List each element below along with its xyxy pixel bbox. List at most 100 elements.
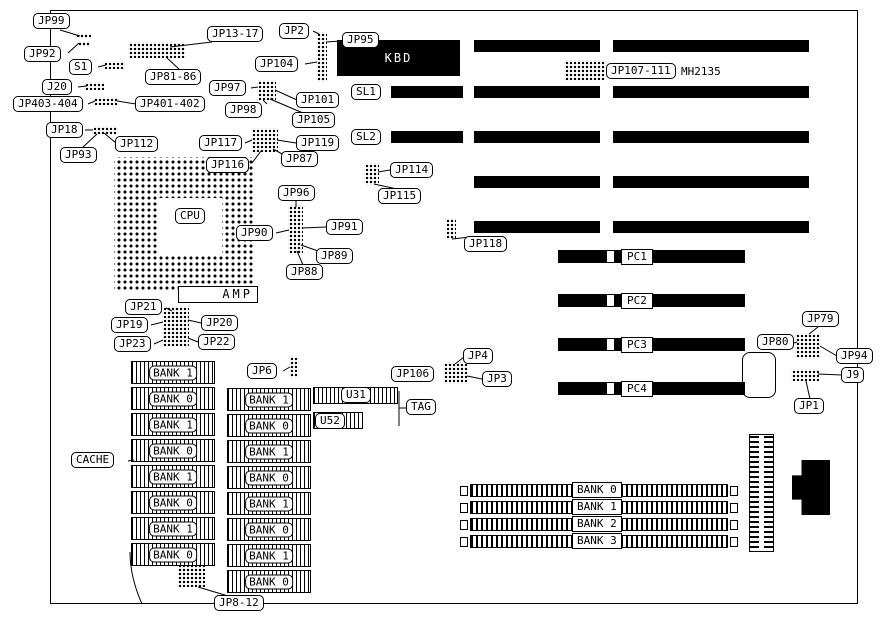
simm-end (460, 537, 468, 547)
cache-bank-label: BANK 0 (245, 418, 293, 433)
callout-jp99: JP99 (33, 13, 70, 29)
amp-chip: AMP (178, 286, 258, 303)
cpu-socket-center (158, 198, 222, 254)
cache-bank-label: BANK 0 (245, 522, 293, 537)
cache-chip: BANK 0 (131, 543, 215, 566)
callout-jp93: JP93 (60, 147, 97, 163)
jumper-jp88-91-96 (288, 205, 303, 253)
callout-jp115: JP115 (378, 188, 422, 204)
memory-bank-label: BANK 0 (572, 482, 622, 498)
pc-slot-segment (559, 339, 607, 350)
cache-bank-label: BANK 1 (149, 417, 197, 432)
callout-jp106: JP106 (391, 366, 435, 382)
pc-slot-segment (559, 295, 607, 306)
u31-label: U31 (341, 387, 371, 403)
simm-end (460, 503, 468, 513)
cache-bank-label: BANK 1 (245, 444, 293, 459)
callout-jp95: JP95 (342, 32, 379, 48)
callout-jp2: JP2 (279, 23, 309, 39)
cache-chip: BANK 1 (227, 544, 311, 567)
jumper-j9-jp1 (791, 369, 819, 381)
cache-chip: BANK 1 (131, 361, 215, 384)
jumper-jp19-23 (162, 306, 189, 346)
cache-chip: BANK 0 (131, 491, 215, 514)
callout-jp105: JP105 (292, 112, 336, 128)
isa-slot-bar (613, 176, 809, 188)
simm-slot: BANK 0 (460, 482, 738, 498)
pc-slot-segment (559, 383, 607, 394)
memory-bank-label: BANK 3 (572, 533, 622, 549)
callout-j20: J20 (42, 79, 72, 95)
jumper-jp118 (445, 218, 456, 240)
callout-jp89: JP89 (316, 248, 353, 264)
jumper-jp114-115 (364, 163, 379, 185)
callout-jp90: JP90 (236, 225, 273, 241)
jumper-s1 (103, 61, 125, 69)
callout-jp98: JP98 (225, 102, 262, 118)
jumper-jp116-117-119-87 (251, 128, 278, 152)
isa-slot-bar (391, 86, 463, 98)
cache-bank-label: BANK 0 (149, 443, 197, 458)
callout-jp116: JP116 (206, 157, 250, 173)
memory-bank-label: BANK 1 (572, 499, 622, 515)
memory-bank-label: BANK 2 (572, 516, 622, 532)
isa-slot-bar (474, 176, 600, 188)
jumper-jp107-111 (564, 60, 605, 80)
jumper-jp99 (75, 33, 91, 39)
pc-slot-label: PC4 (621, 381, 653, 397)
callout-jp92: JP92 (24, 46, 61, 62)
callout-jp112: JP112 (115, 136, 159, 152)
callout-jp13-17: JP13-17 (207, 26, 264, 42)
cache-bank-label: BANK 0 (245, 470, 293, 485)
jumper-jp3-4-106 (443, 362, 468, 384)
isa-slot-bar (613, 131, 809, 143)
isa-slot-bar (474, 131, 600, 143)
simm-slot: BANK 1 (460, 499, 738, 515)
pc-slot-label: PC3 (621, 337, 653, 353)
callout-jp117: JP117 (199, 135, 243, 151)
simm-slot: BANK 2 (460, 516, 738, 532)
cache-bank-label: BANK 0 (149, 547, 197, 562)
callout-jp104: JP104 (255, 56, 299, 72)
slot-label-sl1: SL1 (351, 84, 381, 100)
callout-jp118: JP118 (464, 236, 508, 252)
cache-chip: BANK 0 (131, 439, 215, 462)
callout-jp96: JP96 (278, 185, 315, 201)
isa-slot-bar (474, 221, 600, 233)
isa-slot-bar (613, 86, 809, 98)
callout-jp21: JP21 (125, 299, 162, 315)
cache-chip: BANK 0 (227, 570, 311, 593)
pc-slot: PC1 (558, 249, 745, 265)
callout-jp22: JP22 (198, 334, 235, 350)
callout-jp401-402: JP401-402 (135, 96, 205, 112)
slot-label-sl2: SL2 (351, 129, 381, 145)
callout-jp94: JP94 (836, 348, 873, 364)
pc-slot-segment (559, 251, 607, 262)
pc-slot-label: PC2 (621, 293, 653, 309)
callout-s1: S1 (69, 59, 93, 75)
callout-jp88: JP88 (286, 264, 323, 280)
callout-jp81-86: JP81-86 (145, 69, 202, 85)
callout-jp91: JP91 (326, 219, 363, 235)
simm-end (730, 503, 738, 513)
cache-chip: BANK 0 (131, 387, 215, 410)
jumper-jp2-95-104 (316, 32, 327, 82)
cache-chip: BANK 1 (131, 465, 215, 488)
callout-tag: TAG (406, 399, 436, 415)
isa-slot-bar (474, 40, 600, 52)
isa-slot-bar (613, 221, 809, 233)
simm-end (460, 520, 468, 530)
pc-slot: PC2 (558, 293, 745, 309)
cpu-label: CPU (175, 208, 205, 224)
cache-chip: BANK 1 (131, 413, 215, 436)
jumper-jp401-404 (93, 97, 119, 106)
pin-header-connector (749, 434, 774, 552)
jumper-j20 (84, 82, 104, 90)
jumper-jp18-93-112 (92, 126, 118, 135)
callout-jp8-12: JP8-12 (214, 595, 264, 611)
isa-slot-bar (613, 40, 809, 52)
pc-slot: PC3 (558, 337, 745, 353)
jumper-jp92 (77, 41, 90, 47)
pc-slot: PC4 (558, 381, 745, 397)
cpu-socket (114, 157, 254, 291)
